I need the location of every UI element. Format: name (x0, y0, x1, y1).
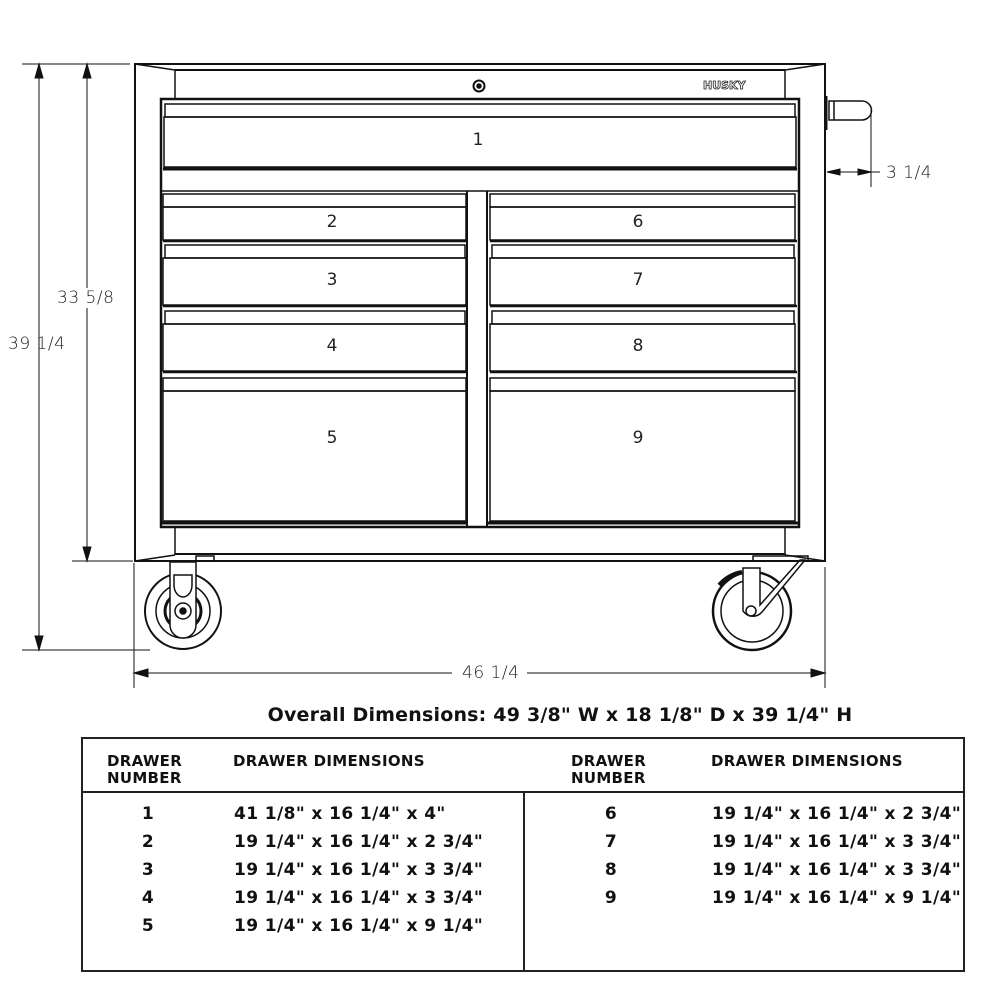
drawer-dimensions: 19 1/4" x 16 1/4" x 3 3/4" (712, 832, 962, 852)
drawer-dimensions: 19 1/4" x 16 1/4" x 2 3/4" (712, 804, 962, 824)
lock-icon (472, 79, 486, 93)
overall-height-label: 39 1/4 (8, 334, 66, 354)
drawer-label-6: 6 (632, 212, 644, 232)
drawer-label-9: 9 (632, 428, 644, 448)
drawer-number: 7 (604, 832, 618, 852)
drawer-number: 9 (604, 888, 618, 908)
drawer-number: 8 (604, 860, 618, 880)
handle-depth-label: 3 1/4 (886, 163, 933, 183)
drawer-dimensions-table: DRAWER NUMBER DRAWER DIMENSIONS DRAWER N… (81, 737, 965, 972)
drawer-number: 6 (604, 804, 618, 824)
drawer-dimensions: 19 1/4" x 16 1/4" x 3 3/4" (234, 888, 484, 908)
drawer-label-4: 4 (326, 336, 338, 356)
drawer-label-1: 1 (472, 130, 484, 150)
drawer-dimensions: 19 1/4" x 16 1/4" x 2 3/4" (234, 832, 484, 852)
overall-dimensions-heading: Overall Dimensions: 49 3/8" W x 18 1/8" … (267, 704, 853, 726)
drawer-number: 2 (141, 832, 155, 852)
drawer-label-2: 2 (326, 212, 338, 232)
tool-cart-drawing (22, 62, 880, 688)
cabinet-frame (134, 63, 826, 562)
left-header-dimensions: DRAWER DIMENSIONS (233, 752, 425, 770)
side-handle-graphic (824, 96, 873, 130)
column-divider (523, 792, 525, 970)
drawer-number: 5 (141, 916, 155, 936)
drawer-number: 1 (141, 804, 155, 824)
drawer-label-8: 8 (632, 336, 644, 356)
drawer-dimensions: 19 1/4" x 16 1/4" x 3 3/4" (234, 860, 484, 880)
brand-logo: HUSKY (703, 79, 746, 93)
right-header-dimensions: DRAWER DIMENSIONS (711, 752, 903, 770)
left-drawers-graphic (161, 193, 467, 525)
drawer-number: 3 (141, 860, 155, 880)
drawer-dimensions: 19 1/4" x 16 1/4" x 3 3/4" (712, 860, 962, 880)
left-header-number: DRAWER NUMBER (107, 752, 183, 787)
drawer-dimensions: 19 1/4" x 16 1/4" x 9 1/4" (234, 916, 484, 936)
drawer-number: 4 (141, 888, 155, 908)
dimension-lines (22, 62, 880, 688)
body-height-label: 33 5/8 (57, 288, 115, 308)
right-header-number: DRAWER NUMBER (571, 752, 647, 787)
drawer-dimensions: 41 1/8" x 16 1/4" x 4" (234, 804, 446, 824)
right-drawers-graphic (487, 193, 799, 525)
body-width-label: 46 1/4 (462, 663, 520, 683)
drawer-label-3: 3 (326, 270, 338, 290)
drawer-label-5: 5 (326, 428, 338, 448)
drawer-label-7: 7 (632, 270, 644, 290)
drawer-dimensions: 19 1/4" x 16 1/4" x 9 1/4" (712, 888, 962, 908)
drawer-1-graphic (163, 103, 797, 171)
left-caster-graphic (144, 555, 222, 650)
right-caster-graphic (711, 555, 809, 652)
